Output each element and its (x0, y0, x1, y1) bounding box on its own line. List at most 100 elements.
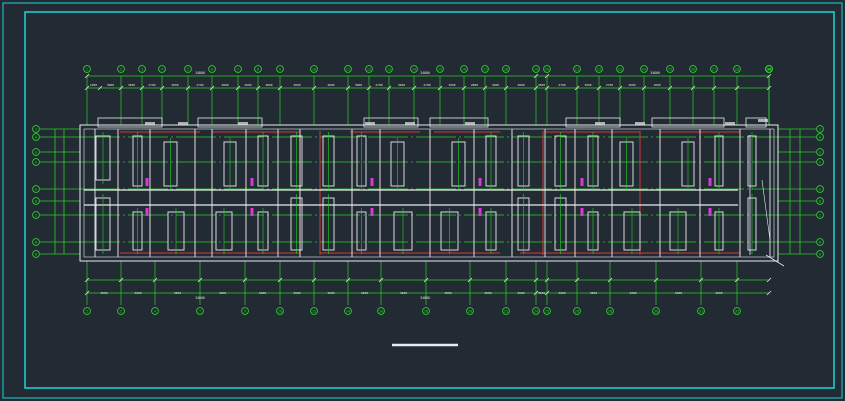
bottom-segment-label: 3600 (675, 291, 682, 295)
dim-tick (766, 73, 772, 79)
bottom-axis-bubble (697, 307, 705, 315)
dim-tick (533, 73, 539, 79)
top-axis-bubble-label: 4 (161, 67, 163, 71)
right-axis-bubble (816, 250, 824, 258)
bottom-total-label: 34800 (195, 296, 205, 300)
top-axis-bubble-label: 11 (346, 67, 350, 71)
bottom-axis-bubble (276, 307, 284, 315)
fixture-marker (250, 208, 254, 216)
bottom-axis-bubble (117, 307, 125, 315)
bottom-segment-label: 4200 (219, 291, 226, 295)
top-axis-bubble-label: 30 (767, 67, 771, 71)
bottom-axis-bubble (151, 307, 159, 315)
top-segment-label: 3000 (128, 83, 135, 87)
stair-flight (761, 179, 771, 241)
bottom-axis-bubble-label: 12 (312, 309, 316, 313)
top-axis-bubble (710, 65, 718, 73)
top-axis-bubble (532, 65, 540, 73)
dim-tick (386, 85, 392, 91)
bottom-axis-bubble (422, 307, 430, 315)
top-segment-label: 3000 (398, 83, 405, 87)
dim-tick (423, 277, 429, 283)
axis-lines (58, 76, 800, 305)
top-segment-label: 1000 (653, 83, 660, 87)
top-axis-bubble (543, 65, 551, 73)
bottom-total-label: 34800 (420, 296, 430, 300)
left-axis-bubble (32, 211, 40, 219)
top-axis-bubble-label: 23 (618, 67, 622, 71)
top-axis-bubble (184, 65, 192, 73)
top-segment-label: 3000 (448, 83, 455, 87)
left-axis-bubble-label: D (35, 199, 37, 203)
top-axis-bubble-label: 16 (462, 67, 466, 71)
fixture-marker (250, 178, 254, 186)
bottom-axis-bubble (241, 307, 249, 315)
top-axis-bubble-label: 24 (642, 67, 646, 71)
top-segment-label: 2700 (148, 83, 155, 87)
dim-tick (185, 85, 191, 91)
top-axis-bubble (689, 65, 697, 73)
left-axis-bubble (32, 125, 40, 133)
dim-tick (197, 277, 203, 283)
left-axis-bubble-label: G (35, 150, 37, 154)
dim-tick (97, 85, 103, 91)
top-axis-bubble-label: 17 (483, 67, 487, 71)
exterior-wall (79, 124, 779, 262)
dim-tick (482, 85, 488, 91)
balcony (745, 117, 767, 128)
top-segment-label: 3000 (628, 83, 635, 87)
top-axis-bubble-label: 18 (504, 67, 508, 71)
bottom-axis-bubble (532, 307, 540, 315)
top-segment-label: 2800 (221, 83, 228, 87)
top-axis-bubble (208, 65, 216, 73)
bottom-axis-bubble (733, 307, 741, 315)
dim-tick (242, 277, 248, 283)
top-axis-bubble (158, 65, 166, 73)
right-axis-bubble-label: A (819, 252, 822, 256)
top-axis-bubble (83, 65, 91, 73)
bottom-axis-bubble-label: 31 (699, 309, 703, 313)
balcony-label-tag (405, 122, 415, 125)
left-axis-bubble-label: A (35, 252, 38, 256)
bottom-segment-label: 4000 (444, 291, 451, 295)
top-axis-bubble-label: 27 (712, 67, 716, 71)
bottom-axis-bubble (83, 307, 91, 315)
bottom-axis-bubble (377, 307, 385, 315)
top-segment-label: 2700 (606, 83, 613, 87)
top-axis-bubble-label: 15 (438, 67, 442, 71)
right-axis-bubble (816, 148, 824, 156)
top-axis-bubble (234, 65, 242, 73)
balcony-label-tag (595, 122, 605, 125)
dim-tick (596, 85, 602, 91)
dim-tick (698, 277, 704, 283)
inner-frame (24, 11, 835, 389)
top-segment-label: 3000 (293, 83, 300, 87)
top-axis-bubble-label: 29 (767, 67, 771, 71)
top-axis-bubble-label: 25 (668, 67, 672, 71)
dim-tick (503, 85, 509, 91)
dim-tick (235, 85, 241, 91)
top-axis-bubble (595, 65, 603, 73)
bottom-axis-bubble (310, 307, 318, 315)
bottom-axis-bubble (196, 307, 204, 315)
balcony-label-tag (758, 119, 768, 122)
top-axis-bubble (344, 65, 352, 73)
dim-tick (574, 85, 580, 91)
dim-tick (690, 85, 696, 91)
dim-tick (544, 290, 550, 296)
bottom-axis-bubble (652, 307, 660, 315)
top-axis-bubble-label: 31 (767, 67, 771, 71)
dim-tick (503, 277, 509, 283)
top-axis-bubble-label: 1 (86, 67, 88, 71)
left-axis-bubble-label: C (35, 213, 37, 217)
dim-tick (711, 85, 717, 91)
top-segment-label: 2800 (327, 83, 334, 87)
balcony (363, 117, 419, 128)
top-axis-bubble (310, 65, 318, 73)
bottom-axis-bubble (466, 307, 474, 315)
left-axis-bubble-label: H (35, 135, 37, 139)
balcony-label-tag (725, 122, 735, 125)
exterior-wall-inner (83, 128, 775, 258)
top-axis-bubble-label: 9 (279, 67, 281, 71)
